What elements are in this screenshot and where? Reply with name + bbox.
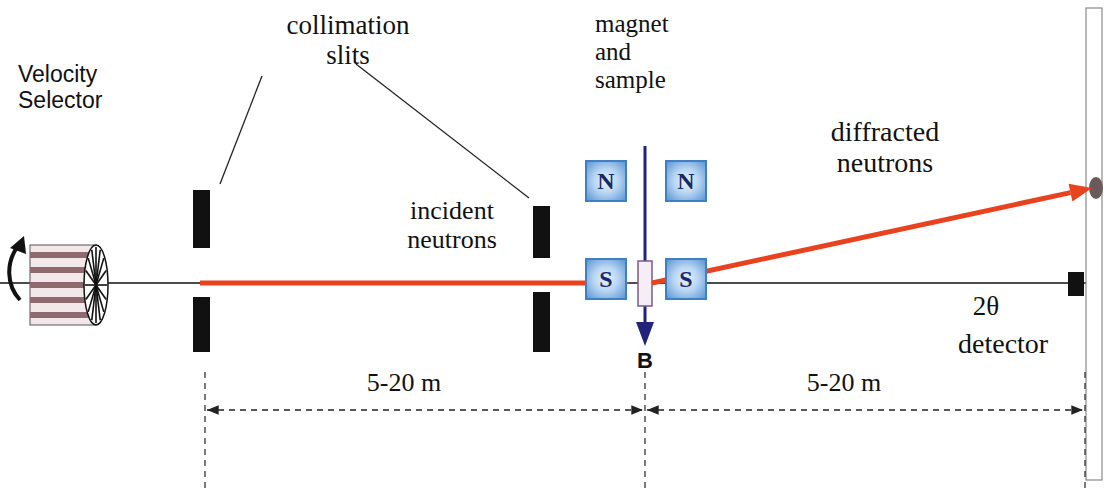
rotation-arrowhead (10, 236, 26, 254)
leader-line (356, 64, 529, 198)
rotation-arrow (9, 246, 20, 300)
dimension-label: 5-20 m (807, 368, 881, 397)
selector-stripes (30, 252, 90, 318)
magnet-pole: N (585, 160, 627, 202)
beam-label: incident neutrons (407, 196, 497, 254)
selector-stripe (30, 297, 90, 303)
dimension-label: 5-20 m (367, 368, 441, 397)
field-label: B (637, 349, 653, 374)
selector-spokes (85, 247, 107, 323)
selector-spoke (86, 285, 96, 300)
slit-jaw (533, 292, 550, 352)
selector-spoke (96, 270, 106, 285)
magnet-pole: N (665, 160, 707, 202)
part-label: collimation slits (287, 10, 410, 70)
beam-stop (1068, 272, 1084, 296)
beam-axis (0, 282, 1086, 284)
selector-spoke (85, 284, 96, 286)
sample (638, 261, 652, 306)
pole-letter: S (599, 267, 612, 291)
selector-spoke (96, 284, 107, 286)
selector-spoke (96, 258, 104, 285)
pole-letter: N (677, 169, 694, 193)
diffracted-beam (652, 193, 1071, 283)
magnet-pole: S (665, 258, 707, 300)
dimension-line (647, 409, 1083, 410)
device-label: Velocity Selector (18, 62, 102, 114)
selector-stripe (30, 282, 90, 288)
selector-disc (84, 245, 108, 325)
part-label: detector (958, 328, 1048, 359)
dimension-line (207, 409, 643, 410)
slit-jaw (193, 190, 210, 248)
incident-beam (200, 281, 606, 286)
pole-letter: N (597, 169, 614, 193)
leader-line (220, 76, 262, 184)
selector-spoke (88, 285, 96, 312)
detector-plate (1086, 8, 1102, 480)
velocity-selector (9, 236, 108, 325)
slit-jaw (193, 297, 210, 352)
dimension-extension (204, 372, 205, 488)
slit-jaw (533, 206, 550, 258)
angle-label: 2θ (973, 291, 999, 321)
part-label: magnet and sample (595, 10, 669, 94)
selector-drum (30, 245, 96, 325)
dimension-extension (1084, 372, 1085, 488)
selector-stripe (30, 252, 90, 258)
pole-letter: S (679, 267, 692, 291)
dimension-extension (644, 372, 645, 488)
beam-label: diffracted neutrons (831, 116, 939, 179)
selector-stripe (30, 312, 90, 318)
selector-stripe (30, 267, 90, 273)
magnet-pole: S (585, 258, 627, 300)
field-arrowhead (636, 322, 654, 346)
beam-arrowhead (1069, 184, 1092, 202)
